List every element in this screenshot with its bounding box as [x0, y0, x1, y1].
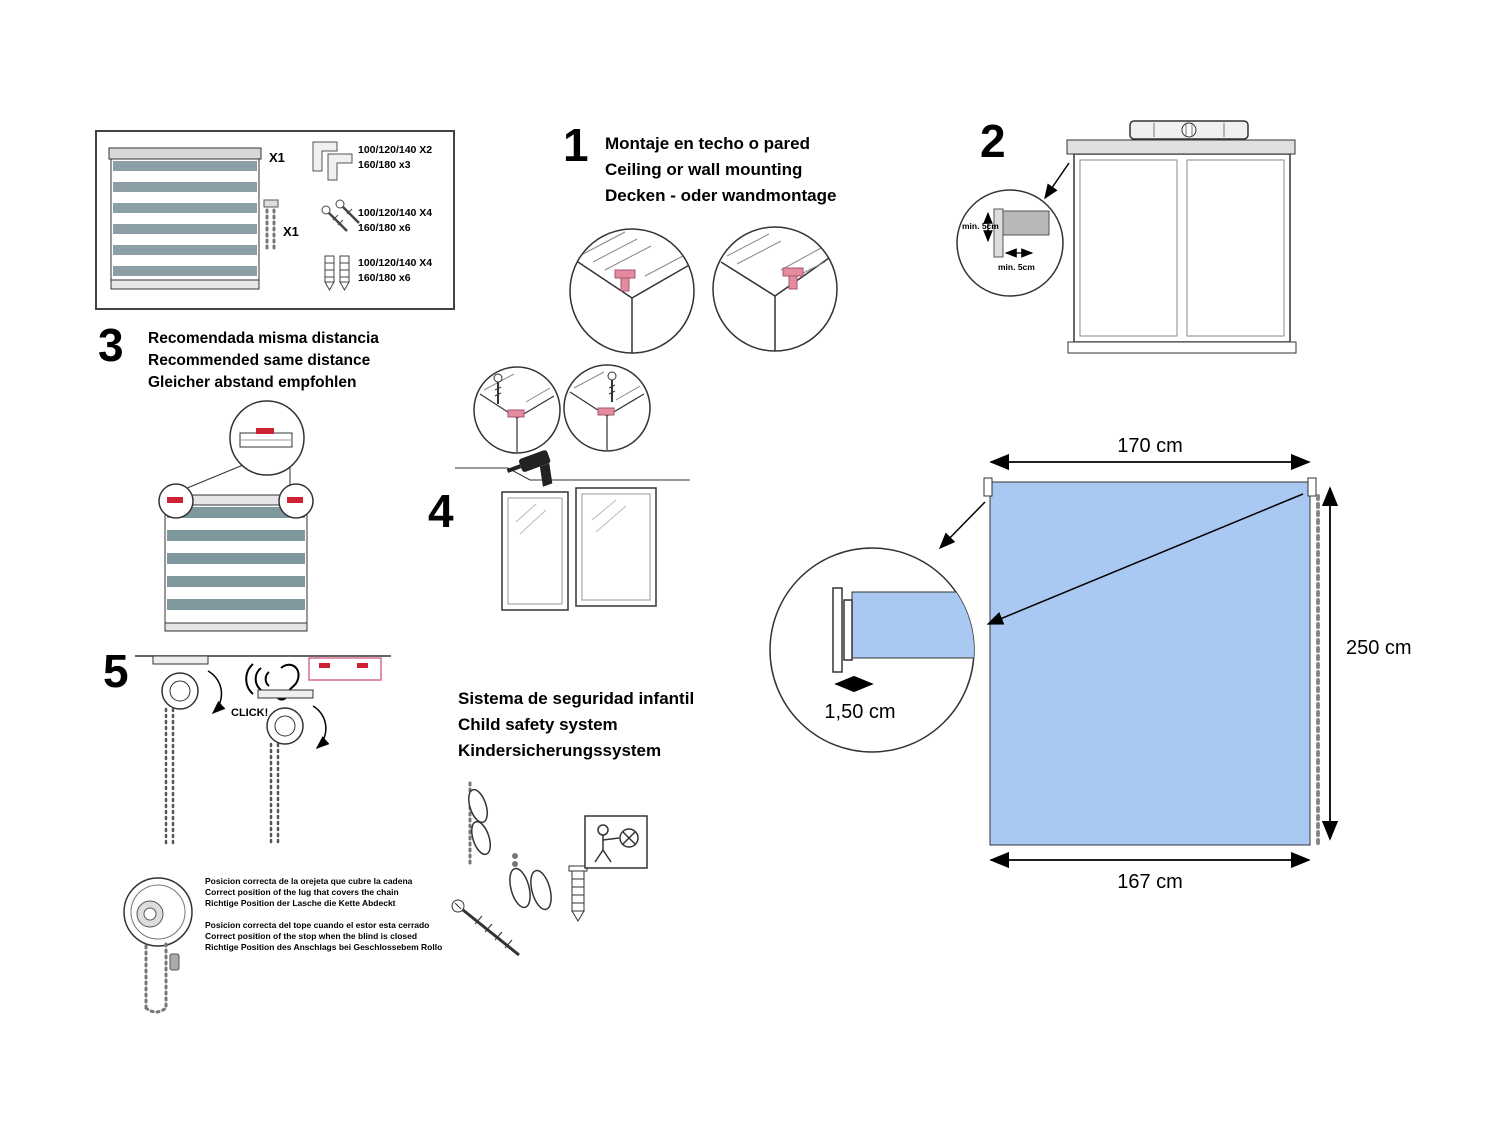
step1-title-en: Ceiling or wall mounting	[605, 160, 803, 179]
ceiling-corner-detail	[574, 231, 692, 353]
chain-qty-label: X1	[283, 224, 299, 239]
distance-marker-left	[158, 483, 194, 519]
drill-icon	[506, 450, 553, 487]
wall-plug-large-icon	[568, 865, 588, 922]
rolled-blind-right	[257, 689, 330, 848]
chain-icon	[263, 199, 279, 252]
bracket-fabric	[851, 591, 974, 659]
safety-clip-icons	[509, 853, 552, 911]
step1-illustration	[555, 218, 850, 368]
note-lug-en: Correct position of the lug that covers …	[205, 887, 399, 897]
dimension-diagram: 170 cm 250 cm 167 cm 1,50 cm	[760, 435, 1440, 908]
step3-title: Recomendada misma distancia Recommended …	[148, 328, 379, 394]
plugs-qty-2: 160/180 x6	[358, 272, 411, 284]
note-lug: Posicion correcta de la orejeta que cubr…	[205, 876, 412, 909]
screw-mount-detail-2	[569, 371, 645, 450]
child-safety-es: Sistema de seguridad infantil	[458, 689, 695, 708]
note-stop: Posicion correcta del tope cuando el est…	[205, 920, 442, 953]
window-icon	[1067, 153, 1297, 354]
roller-tube-icon	[1066, 139, 1296, 155]
striped-blind-icon	[162, 494, 310, 632]
chain-knob-icon	[123, 877, 193, 947]
note-stop-de: Richtige Position des Anschlags bei Gesc…	[205, 942, 443, 952]
dim-width-top: 170 cm	[1117, 435, 1183, 457]
plugs-qty-1: 100/120/140 X4	[358, 257, 432, 269]
brackets-qty-2: 160/180 x3	[358, 159, 411, 171]
step1-number: 1	[563, 119, 589, 171]
bead-chain-icon	[144, 942, 180, 1014]
bracket-right	[1307, 477, 1317, 497]
note-stop-es: Posicion correcta del tope cuando el est…	[205, 920, 430, 930]
step1-title-de: Decken - oder wandmontage	[605, 186, 837, 205]
step5-illustration: CLICK!	[133, 646, 395, 856]
rolled-blind-left	[152, 655, 226, 847]
screw-icon	[321, 199, 360, 232]
note-lug-es: Posicion correcta de la orejeta que cubr…	[205, 876, 413, 886]
cassette-detail	[239, 428, 293, 448]
roller-blind-icon	[108, 147, 262, 290]
dim-height-right: 250 cm	[1346, 637, 1412, 659]
ceiling-edge	[455, 467, 690, 481]
min-clearance-vertical: min. 5cm	[962, 221, 999, 231]
note-stop-en: Correct position of the stop when the bl…	[205, 931, 418, 941]
step4-number: 4	[428, 485, 454, 537]
child-safety-en: Child safety system	[458, 715, 618, 734]
step3-illustration	[140, 395, 380, 650]
bracket-icon	[312, 141, 353, 181]
pointer-long	[986, 493, 1304, 625]
screws-qty-2: 160/180 x6	[358, 222, 411, 234]
sound-waves-icon	[245, 663, 270, 695]
distance-marker-right	[278, 483, 314, 519]
pointer-arrow	[1044, 162, 1070, 200]
clearance-detail	[983, 208, 1050, 258]
ear-icon	[276, 663, 300, 701]
click-label: CLICK!	[231, 707, 268, 719]
screws-qty-1: 100/120/140 X4	[358, 207, 432, 219]
dim-width-bottom: 167 cm	[1117, 871, 1183, 893]
chain-pull-illustration	[108, 862, 223, 1017]
step2-number: 2	[980, 115, 1006, 167]
pointer-short	[938, 501, 986, 550]
step2-illustration: min. 5cm min. 5cm	[950, 113, 1345, 358]
blind-qty-label: X1	[269, 150, 285, 165]
bracket-left	[983, 477, 993, 497]
child-safety-de: Kindersicherungssystem	[458, 741, 662, 760]
parts-illustration: X1 X1 100/120/140 X2 160/180 x3	[108, 141, 432, 292]
step3-number: 3	[98, 319, 124, 371]
note-lug-de: Richtige Position der Lasche die Kette A…	[205, 898, 396, 908]
wall-plug-icon	[324, 255, 350, 292]
safety-chain-icon	[468, 781, 491, 865]
child-safety-title: Sistema de seguridad infantil Child safe…	[458, 686, 694, 764]
parts-box: X1 X1 100/120/140 X2 160/180 x3	[95, 130, 455, 310]
dim-bracket-depth: 1,50 cm	[824, 701, 895, 723]
chain-stop-icon	[169, 953, 180, 971]
step3-title-en: Recommended same distance	[148, 352, 371, 369]
spirit-level-icon	[1129, 120, 1249, 140]
child-warning-icon	[584, 815, 648, 869]
step3-title-de: Gleicher abstand empfohlen	[148, 374, 357, 391]
blind-fabric	[989, 481, 1311, 846]
clearance-zoom-circle	[956, 189, 1064, 297]
step5-number: 5	[103, 645, 129, 697]
step4-illustration	[450, 362, 695, 637]
windows-icon	[501, 487, 657, 611]
step3-title-es: Recomendada misma distancia	[148, 330, 379, 347]
screw-mount-detail-1	[479, 373, 555, 452]
min-clearance-horizontal: min. 5cm	[998, 262, 1035, 272]
long-screw-icon	[451, 899, 520, 957]
child-safety-illustration	[445, 778, 655, 978]
step1-title: Montaje en techo o pared Ceiling or wall…	[605, 131, 836, 209]
wall-corner-detail	[720, 233, 830, 351]
step1-title-es: Montaje en techo o pared	[605, 134, 810, 153]
cassette-icon	[308, 657, 382, 681]
bracket-profile-detail	[832, 587, 974, 673]
brackets-qty-1: 100/120/140 X2	[358, 144, 432, 156]
